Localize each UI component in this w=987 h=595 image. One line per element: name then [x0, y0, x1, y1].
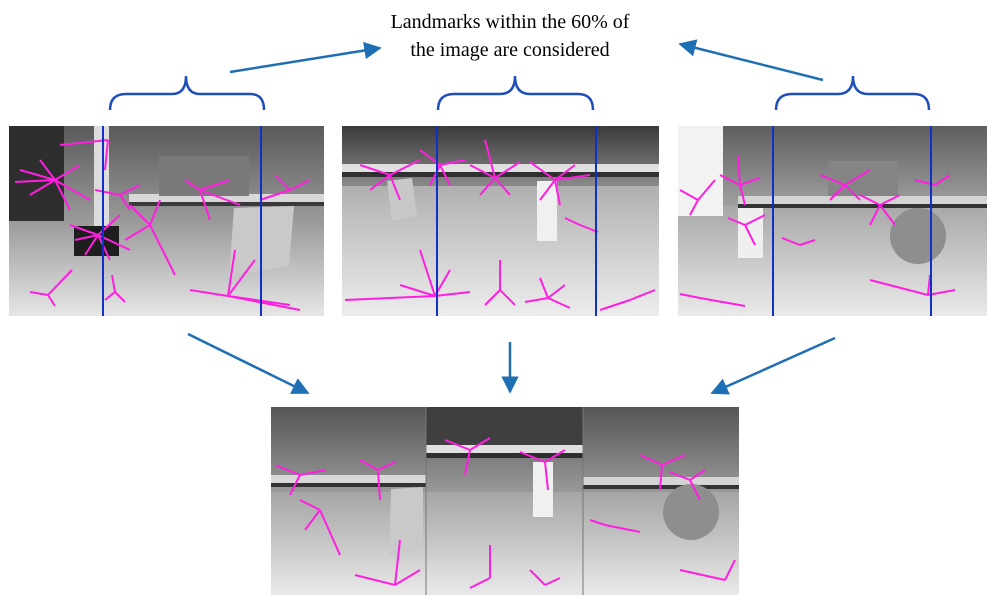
arrow-to-caption-left [229, 41, 382, 74]
bracket-left [108, 75, 266, 111]
brackets [108, 75, 931, 111]
photo-right-scene [678, 126, 987, 316]
output-composite-image [271, 407, 739, 595]
feature-lines [14, 139, 956, 589]
arrow-down-left [187, 332, 310, 395]
caption: Landmarks within the 60% of the image ar… [360, 8, 660, 64]
arrow-to-caption-right [678, 39, 824, 82]
cut-lines [102, 126, 932, 316]
bracket-right [774, 75, 931, 111]
arrow-down-right [710, 336, 836, 395]
arrows [187, 39, 836, 395]
photo-composite-scene [271, 407, 739, 595]
input-image-right [678, 126, 987, 316]
bracket-middle [436, 75, 595, 111]
caption-line-1: Landmarks within the 60% of [390, 11, 630, 33]
caption-line-2: the image are considered [410, 39, 610, 61]
